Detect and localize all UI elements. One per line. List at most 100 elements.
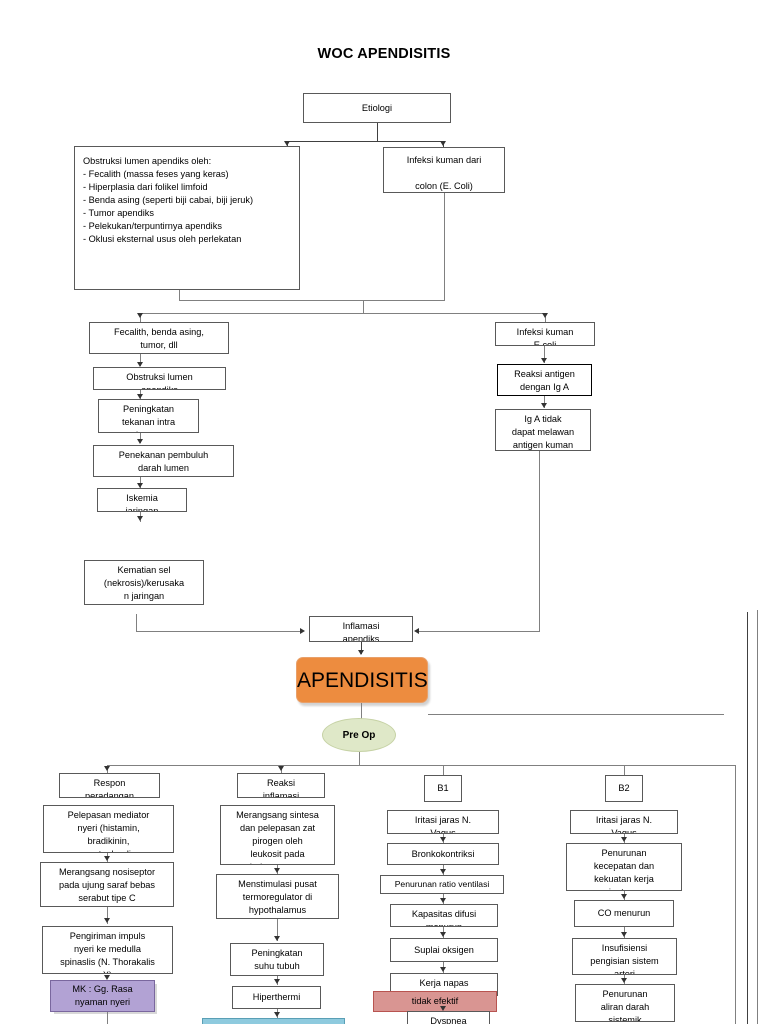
node-mk-nyeri-label: MK : Gg. Rasa nyaman nyeri bbox=[72, 984, 133, 1007]
node-mk-gg-rasa-nyaman-nyeri[interactable]: MK : Gg. Rasa nyaman nyeri bbox=[50, 980, 155, 1012]
page-title: WOC APENDISITIS bbox=[317, 46, 451, 62]
arrowhead-apendisitis bbox=[358, 650, 364, 655]
node-co-menurun-label: CO menurun bbox=[597, 908, 651, 918]
node-iskemia-label: Iskemia jaringan bbox=[125, 493, 159, 512]
arrowhead-menstimulasi bbox=[274, 868, 280, 873]
node-pre-op-label: Pre Op bbox=[342, 729, 376, 741]
arrowhead-insufisiensi bbox=[621, 932, 627, 937]
node-iritasi-jaras-b1-label: Iritasi jaras N. Vagus bbox=[414, 815, 472, 834]
connector-iga-long-down bbox=[539, 451, 540, 631]
arrowhead-penurunan-kecepatan bbox=[621, 837, 627, 842]
node-iskemia-jaringan[interactable]: Iskemia jaringan bbox=[97, 488, 187, 512]
connector-bus-split bbox=[140, 313, 545, 314]
node-suplai-oksigen[interactable]: Suplai oksigen bbox=[390, 938, 498, 962]
node-bronkokontriksi[interactable]: Bronkokontriksi bbox=[387, 843, 499, 865]
node-penurunan-kecepatan-kerja[interactable]: Penurunan kecepatan dan kekuatan kerja j… bbox=[566, 843, 682, 891]
arrowhead-obstruksi-lumen bbox=[137, 362, 143, 367]
node-reaksi-antigen-label: Reaksi antigen dengan Ig A bbox=[514, 369, 575, 392]
arrowhead-iskemia bbox=[137, 483, 143, 488]
node-inflamasi-apendiks[interactable]: Inflamasi apendiks bbox=[309, 616, 413, 642]
node-suplai-oksigen-label: Suplai oksigen bbox=[414, 944, 474, 955]
node-infeksi-kuman-colon[interactable]: Infeksi kuman dari colon (E. Coli) bbox=[383, 147, 505, 193]
node-insufisiensi-label: Insufisiensi pengisian sistem arteri bbox=[590, 943, 659, 975]
connector-column-bus bbox=[107, 765, 735, 766]
node-kapasitas-difusi[interactable]: Kapasitas difusi menurun bbox=[390, 904, 498, 927]
node-reaksi-inflamasi-label: Reaksi inflamasi bbox=[262, 778, 300, 798]
node-penekanan-pembuluh[interactable]: Penekanan pembuluh darah lumen bbox=[93, 445, 234, 477]
node-obstruksi-lumen-label: Obstruksi lumen apendiks bbox=[126, 372, 193, 390]
node-penurunan-ratio-ventilasi[interactable]: Penurunan ratio ventilasi bbox=[380, 875, 504, 894]
node-etiologi-label: Etiologi bbox=[361, 102, 393, 113]
arrowhead-hiperthermi bbox=[274, 979, 280, 984]
arrowhead-inflamasi-left bbox=[300, 628, 305, 634]
arrowhead-dyspnea bbox=[440, 1006, 446, 1011]
node-kematian-sel[interactable]: Kematian sel (nekrosis)/kerusaka n jarin… bbox=[84, 560, 204, 605]
node-mk-hipertermi-blue[interactable] bbox=[202, 1018, 345, 1024]
node-b2[interactable]: B2 bbox=[605, 775, 643, 802]
node-kematian-sel-label: Kematian sel (nekrosis)/kerusaka n jarin… bbox=[103, 565, 185, 601]
node-dyspnea-label: Dyspnea bbox=[430, 1015, 467, 1024]
node-co-menurun[interactable]: CO menurun bbox=[574, 900, 674, 927]
node-iritasi-jaras-b2[interactable]: Iritasi jaras N. Vagus bbox=[570, 810, 678, 834]
node-iritasi-jaras-b1[interactable]: Iritasi jaras N. Vagus bbox=[387, 810, 499, 834]
connector-fecalith-down bbox=[140, 354, 141, 366]
node-obstruksi-lumen[interactable]: Obstruksi lumen apendiks bbox=[93, 367, 226, 390]
node-mk-pola-napas-tidak-efektif[interactable]: tidak efektif bbox=[373, 991, 497, 1012]
connector-nosiseptor-down bbox=[107, 907, 108, 924]
arrowhead-nosiseptor bbox=[104, 856, 110, 861]
arrowhead-col2 bbox=[278, 766, 284, 771]
node-respon-peradangan[interactable]: Respon peradangan bbox=[59, 773, 160, 798]
node-pelepasan-mediator-label: Pelepasan mediator nyeri (histamin, brad… bbox=[67, 810, 150, 852]
arrowhead-penekanan-pembuluh bbox=[137, 439, 143, 444]
connector-etiologi-split bbox=[287, 141, 443, 142]
connector-menstimulasi-down bbox=[277, 919, 278, 941]
connector-mk-nyeri-down bbox=[107, 1012, 108, 1024]
node-merangsang-nosiseptor[interactable]: Merangsang nosiseptor pada ujung saraf b… bbox=[40, 862, 174, 907]
connector-bus-upper bbox=[179, 300, 445, 301]
node-kapasitas-difusi-label: Kapasitas difusi menurun bbox=[411, 909, 477, 927]
node-obstruksi-list[interactable]: Obstruksi lumen apendiks oleh: - Fecalit… bbox=[74, 146, 300, 290]
node-dyspnea[interactable]: Dyspnea bbox=[407, 1011, 490, 1024]
node-iga-tidak-melawan[interactable]: Ig A tidak dapat melawan antigen kuman bbox=[495, 409, 591, 451]
connector-col3-drop bbox=[443, 765, 444, 775]
node-b1-label: B1 bbox=[437, 783, 449, 793]
node-pola-napas-label: tidak efektif bbox=[411, 996, 459, 1006]
node-hiperthermi[interactable]: Hiperthermi bbox=[232, 986, 321, 1009]
connector-reaksi-antigen-down bbox=[544, 396, 545, 408]
connector-col4-drop bbox=[624, 765, 625, 775]
node-infeksi-kuman-ecoli[interactable]: Infeksi kuman E coli bbox=[495, 322, 595, 346]
node-bronkokontriksi-label: Bronkokontriksi bbox=[411, 848, 475, 859]
node-fecalith-benda-asing[interactable]: Fecalith, benda asing, tumor, dll bbox=[89, 322, 229, 354]
node-reaksi-antigen[interactable]: Reaksi antigen dengan Ig A bbox=[497, 364, 592, 396]
node-pelepasan-mediator[interactable]: Pelepasan mediator nyeri (histamin, brad… bbox=[43, 805, 174, 853]
node-insufisiensi-pengisian[interactable]: Insufisiensi pengisian sistem arteri bbox=[572, 938, 677, 975]
node-peningkatan-tekanan-label: Peningkatan tekanan intra lumen bbox=[121, 404, 176, 432]
arrowhead-kapasitas-difusi bbox=[440, 898, 446, 903]
connector-apendisitis-right bbox=[428, 714, 724, 715]
node-peningkatan-suhu-tubuh[interactable]: Peningkatan suhu tubuh bbox=[230, 943, 324, 976]
node-merangsang-nosiseptor-label: Merangsang nosiseptor pada ujung saraf b… bbox=[58, 867, 156, 903]
rail-right-inner bbox=[747, 612, 748, 1024]
node-penurunan-aliran-darah[interactable]: Penurunan aliran darah sistemik bbox=[575, 984, 675, 1022]
node-apendisitis-main[interactable]: APENDISITIS bbox=[296, 657, 428, 703]
rail-right-outer bbox=[757, 610, 758, 1024]
node-obstruksi-list-label: Obstruksi lumen apendiks oleh: - Fecalit… bbox=[83, 156, 254, 244]
node-pengiriman-impuls[interactable]: Pengiriman impuls nyeri ke medulla spina… bbox=[42, 926, 173, 974]
node-menstimulasi-pusat[interactable]: Menstimulasi pusat termoregulator di hyp… bbox=[216, 874, 339, 919]
arrowhead-suplai-oksigen bbox=[440, 932, 446, 937]
arrowhead-reaksi-antigen bbox=[541, 358, 547, 363]
node-penurunan-aliran-label: Penurunan aliran darah sistemik bbox=[600, 989, 650, 1022]
arrowhead-fecalith bbox=[137, 313, 143, 318]
node-pre-op[interactable]: Pre Op bbox=[322, 718, 396, 752]
node-merangsang-sintesa[interactable]: Merangsang sintesa dan pelepasan zat pir… bbox=[220, 805, 335, 865]
arrowhead-bronkokontriksi bbox=[440, 837, 446, 842]
node-respon-peradangan-label: Respon peradangan bbox=[84, 778, 135, 798]
node-peningkatan-tekanan[interactable]: Peningkatan tekanan intra lumen bbox=[98, 399, 199, 433]
arrowhead-mk-hipertermi bbox=[274, 1012, 280, 1017]
node-reaksi-inflamasi[interactable]: Reaksi inflamasi bbox=[237, 773, 325, 798]
arrowhead-peningkatan-tekanan bbox=[137, 394, 143, 399]
node-etiologi[interactable]: Etiologi bbox=[303, 93, 451, 123]
node-b1[interactable]: B1 bbox=[424, 775, 462, 802]
arrowhead-mk-nyeri bbox=[104, 975, 110, 980]
connector-kematian-to-inflamasi bbox=[136, 631, 303, 632]
